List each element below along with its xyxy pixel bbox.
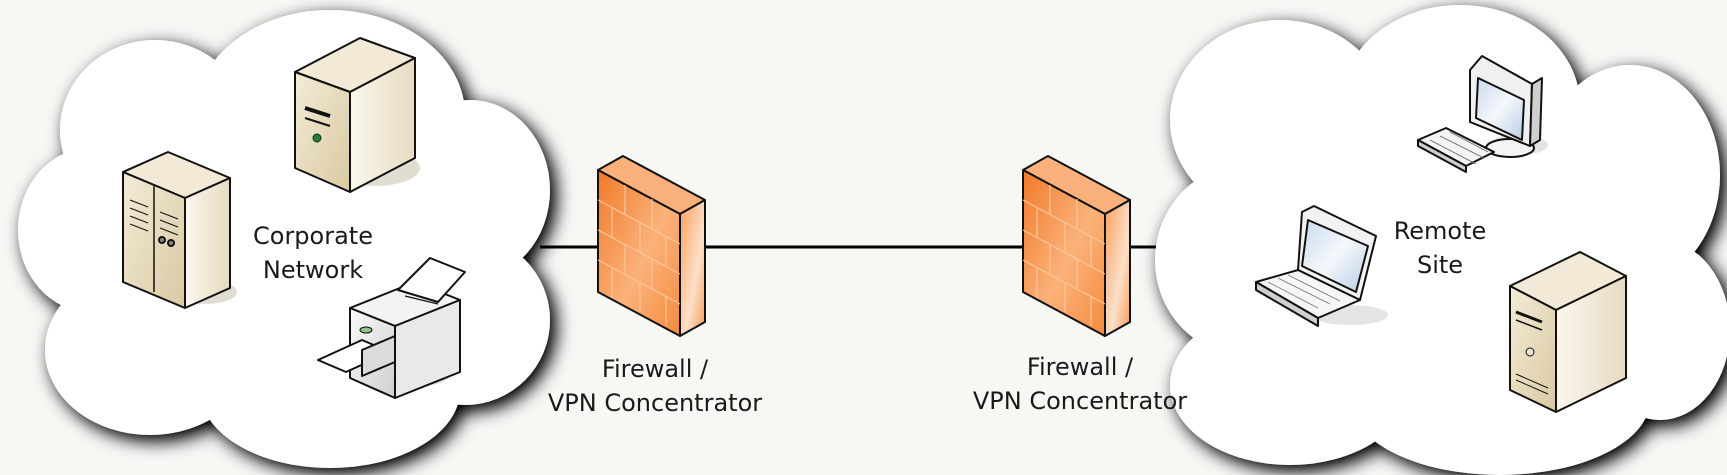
firewall-left-label-line2: VPN Concentrator: [547, 389, 763, 417]
remote-site-label: Remote Site: [1380, 214, 1500, 282]
rack-cabinet-icon: [122, 151, 237, 309]
printer-icon: [317, 257, 466, 399]
tower-server-icon: [1509, 251, 1627, 413]
corporate-network-label-line1: Corporate: [253, 222, 373, 250]
tower-server-icon: [294, 37, 420, 193]
firewall-icon: [597, 155, 706, 337]
firewall-icon: [1022, 155, 1131, 337]
remote-site-label-line1: Remote: [1393, 217, 1487, 245]
laptop-icon: [1255, 205, 1388, 327]
firewall-right-label: Firewall / VPN Concentrator: [965, 350, 1195, 418]
firewall-right-label-line1: Firewall /: [1026, 353, 1134, 381]
corporate-network-label-line2: Network: [262, 256, 364, 284]
remote-site-label-line2: Site: [1416, 251, 1464, 279]
firewall-left-label: Firewall / VPN Concentrator: [540, 352, 770, 420]
firewall-left-label-line1: Firewall /: [601, 355, 709, 383]
firewall-right-label-line2: VPN Concentrator: [972, 387, 1188, 415]
desktop-pc-icon: [1417, 55, 1548, 173]
corporate-network-label: Corporate Network: [232, 219, 394, 287]
